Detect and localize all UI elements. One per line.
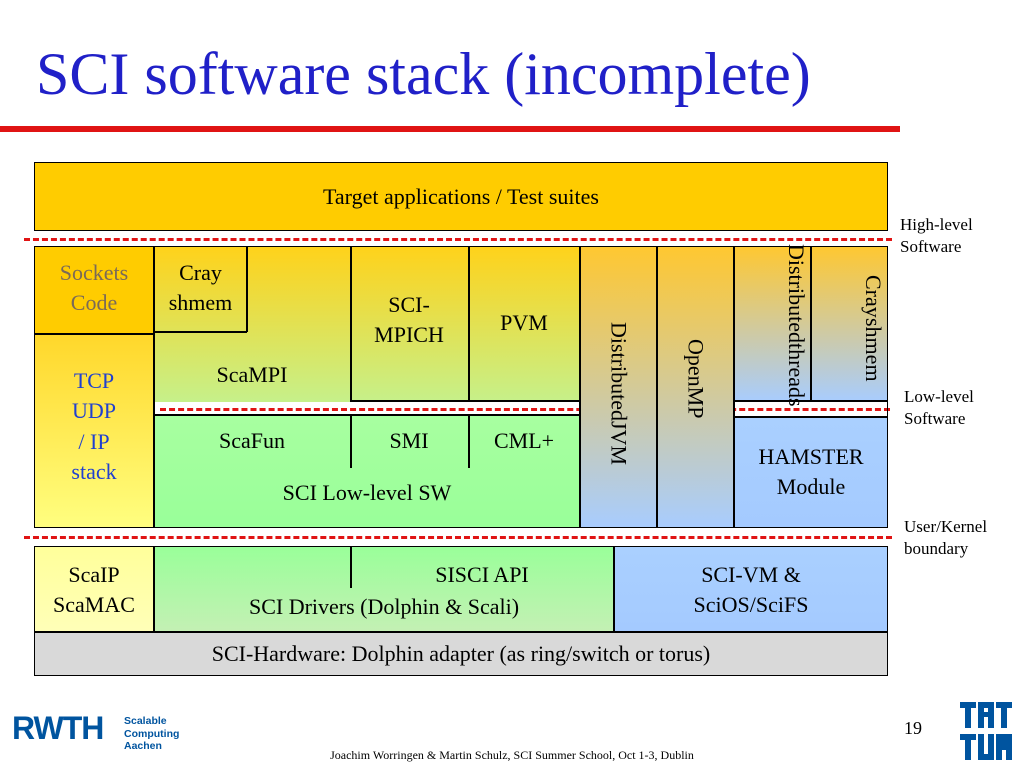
scampi-label: ScaMPI — [216, 362, 288, 387]
tum-logo-icon — [960, 702, 1012, 760]
mpi-layer-bg — [154, 246, 580, 402]
sci-lowlevel-sw-label: SCI Low-level SW — [282, 480, 452, 505]
sci-vm-label: SCI-VM &SciOS/SciFS — [693, 562, 809, 618]
openmp-label: OpenMP — [683, 339, 709, 419]
target-applications-label: Target applications / Test suites — [323, 183, 599, 209]
sci-hardware-box: SCI-Hardware: Dolphin adapter (as ring/s… — [34, 632, 888, 676]
sci-lowlevel-bg — [154, 414, 580, 528]
sockets-code-bg — [34, 246, 154, 334]
hamster-bg — [734, 416, 888, 528]
sisci-api-label: SISCI API — [435, 562, 529, 587]
sci-mpich-label: SCI-MPICH — [374, 292, 444, 348]
sci-drivers-label: SCI Drivers (Dolphin & Scali) — [248, 594, 520, 619]
sci-drivers-bg — [154, 546, 614, 632]
slide-title: SCI software stack (incomplete) — [36, 41, 811, 107]
user-kernel-boundary — [24, 536, 892, 539]
drivers-row-frame — [34, 546, 888, 632]
low-level-boundary — [160, 408, 890, 411]
pvm-label: PVM — [500, 310, 548, 335]
middle-stack-frame — [34, 246, 888, 528]
cml-label: CML+ — [493, 428, 555, 453]
slide-footer: Joachim Worringen & Martin Schulz, SCI S… — [330, 748, 694, 762]
sci-vm-bg — [614, 546, 888, 632]
title-underline — [0, 126, 900, 132]
scaip-bg — [34, 546, 154, 632]
scafun-label: ScaFun — [219, 428, 285, 453]
page-number: 19 — [904, 718, 922, 738]
tcp-stack-bg — [34, 334, 154, 528]
high-level-boundary — [24, 238, 892, 241]
smi-label: SMI — [389, 428, 429, 453]
sci-hardware-label: SCI-Hardware: Dolphin adapter (as ring/s… — [211, 641, 711, 667]
rwth-logo: RWTH — [12, 710, 104, 746]
target-applications-box: Target applications / Test suites — [34, 162, 888, 231]
